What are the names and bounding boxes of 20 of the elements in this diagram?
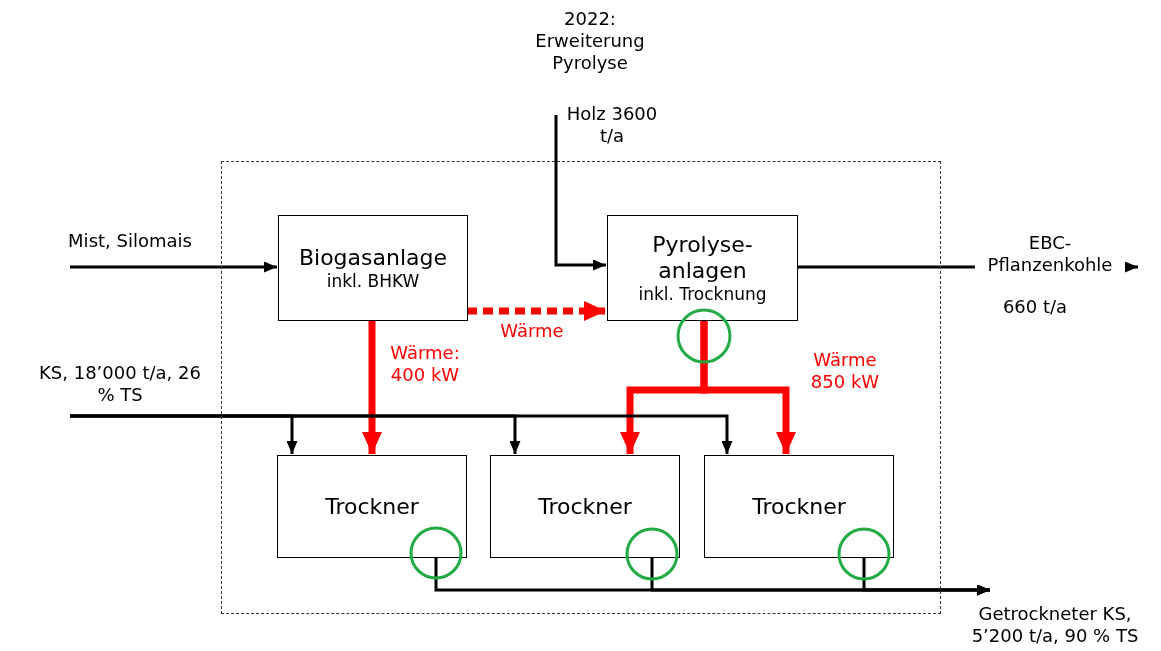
heat-flow-arrow — [467, 301, 606, 321]
box-title: Trockner — [538, 493, 632, 520]
flow-arrow — [862, 557, 990, 596]
process-box — [607, 215, 798, 321]
heat-flow-arrow — [700, 320, 796, 454]
box-subtitle: inkl. Trocknung — [638, 283, 767, 305]
process-box — [704, 455, 894, 558]
flow-arrow — [70, 414, 733, 454]
flow-arrow — [70, 261, 277, 273]
system-boundary-box — [221, 161, 941, 614]
process-box — [277, 455, 467, 558]
box-title: Trockner — [325, 493, 419, 520]
heat-flow-arrow — [362, 320, 382, 454]
process-box — [278, 215, 468, 321]
process-box — [490, 455, 680, 558]
box-title: Biogasanlage — [298, 244, 448, 271]
box-title: Pyrolyse- anlagen — [651, 231, 754, 284]
box-subtitle: inkl. BHKW — [326, 270, 420, 292]
box-title: Trockner — [752, 493, 846, 520]
flow-arrow — [554, 115, 606, 271]
